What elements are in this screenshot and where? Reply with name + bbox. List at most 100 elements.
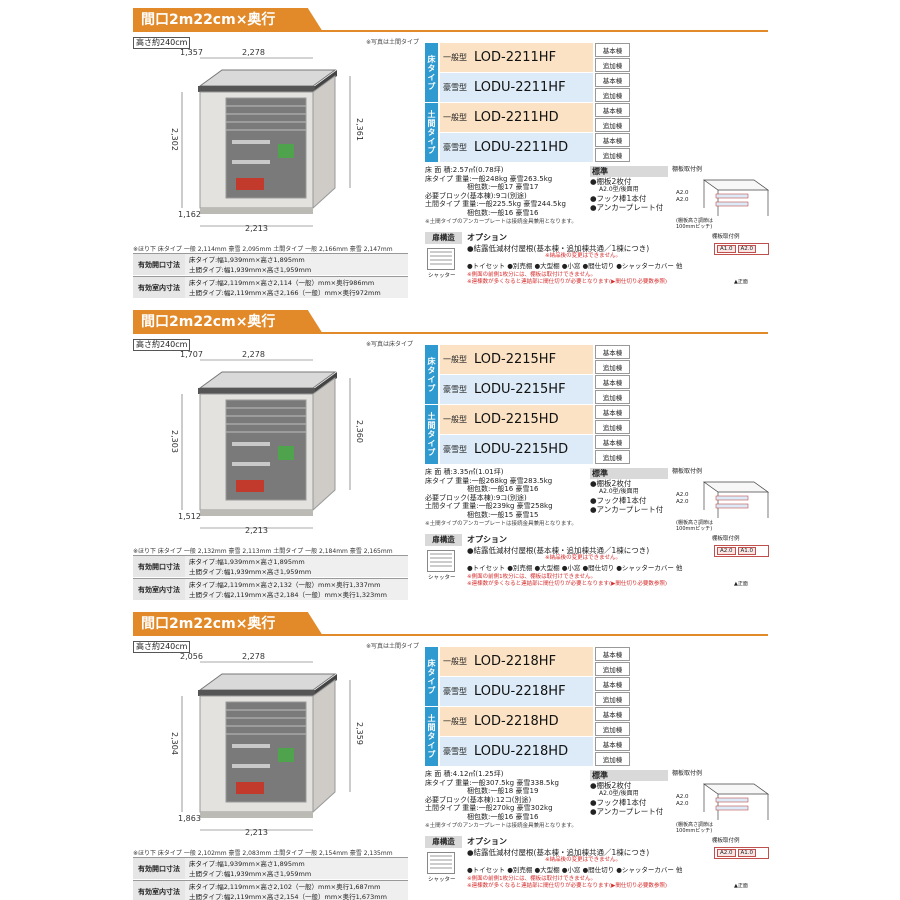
photo-note: ※写真は土間タイプ bbox=[366, 643, 420, 650]
standard-shelves: ●棚板2枚付 bbox=[590, 781, 632, 790]
spec-blocks: 必要ブロック(基本棟):12コ(別途) bbox=[425, 795, 532, 804]
height-label: 高さ約240cm bbox=[133, 339, 191, 351]
shelf-pitch-note: (棚板高さ調節は100mmピッチ) bbox=[676, 520, 713, 532]
model-basic-unit: 基本棟 bbox=[595, 43, 630, 57]
model-type: 一般型 bbox=[440, 345, 470, 374]
height-label: 高さ約240cm bbox=[133, 641, 191, 653]
options-block: 扉構造 オプション ●結露低減材付屋根(基本棟・追加棟共通／1棟につき) ※納品… bbox=[425, 836, 715, 898]
effective-interior-label: 有効室内寸法 bbox=[133, 881, 185, 900]
shelf-label-a: A2.0 bbox=[676, 190, 689, 196]
dim-height-right: 2,360 bbox=[355, 420, 364, 443]
standard-heading: 標準 bbox=[590, 468, 668, 479]
spec-floor-area: 床 面 積:2.57㎡(0.78坪) bbox=[425, 166, 504, 174]
option-shelf-note: ※側面の前側1枚分には、棚板は取付けできません。 bbox=[467, 876, 596, 882]
shed-illustration: 2,056 2,278 2,304 2,359 1,863 2,213 bbox=[160, 652, 410, 842]
group-floor-type: 床タイプ bbox=[425, 43, 438, 102]
size-title: 間口2m22cm×奥行1m52cm bbox=[133, 310, 323, 334]
option-no-change-note: ※納品後の変更はできません。 bbox=[545, 857, 621, 863]
dim-width-top: 2,278 bbox=[242, 652, 265, 661]
shelf-example-title: 棚板取付例 bbox=[672, 166, 703, 173]
spec-floor-packages: 梱包数:一般18 豪雪19 bbox=[467, 787, 539, 796]
plan-front-label: ▲正面 bbox=[734, 581, 748, 587]
dim-depth-bottom: 1,162 bbox=[178, 210, 201, 219]
model-additional-unit: 追加棟 bbox=[595, 752, 630, 766]
door-structure-tab: 扉構造 bbox=[425, 534, 462, 546]
standard-shelf-type: A2.0型/後面用 bbox=[599, 790, 639, 797]
spec-anchor-note: ※土間タイプのアンカープレートは接続金具兼用となります。 bbox=[425, 520, 577, 527]
dim-depth-bottom: 1,512 bbox=[178, 512, 201, 521]
spec-floor-packages: 梱包数:一般17 豪雪17 bbox=[467, 183, 539, 192]
group-floor-type: 床タイプ bbox=[425, 647, 438, 706]
model-basic-unit: 基本棟 bbox=[595, 405, 630, 419]
door-structure-tab: 扉構造 bbox=[425, 232, 462, 244]
group-earth-type: 土間タイプ bbox=[425, 103, 438, 162]
section-header: 間口2m22cm×奥行1m17cm bbox=[133, 8, 768, 32]
dim-depth-top: 2,056 bbox=[180, 652, 203, 661]
effective-opening-label: 有効開口寸法 bbox=[133, 858, 185, 879]
spec-floor-area: 床 面 積:4.12㎡(1.25坪) bbox=[425, 770, 504, 778]
standard-shelves: ●棚板2枚付 bbox=[590, 177, 632, 186]
shelf-pitch-note: (棚板高さ調節は100mmピッチ) bbox=[676, 822, 713, 834]
effective-opening: 有効開口寸法 床タイプ:幅1,939mm×高さ1,895mm 土間タイプ:幅1,… bbox=[133, 857, 408, 879]
shutter-icon bbox=[427, 248, 455, 270]
option-condensation-roof: ●結露低減材付屋根(基本棟・追加棟共通／1棟につき) bbox=[467, 848, 650, 857]
model-type: 豪雪型 bbox=[440, 677, 470, 706]
model-basic-unit: 基本棟 bbox=[595, 73, 630, 87]
model-additional-unit: 追加棟 bbox=[595, 88, 630, 102]
spec-floor-packages: 梱包数:一般16 豪雪16 bbox=[467, 485, 539, 494]
model-basic-unit: 基本棟 bbox=[595, 677, 630, 691]
spec-earth-packages: 梱包数:一般15 豪雪15 bbox=[467, 510, 539, 519]
options-block: 扉構造 オプション ●結露低減材付屋根(基本棟・追加棟共通／1棟につき) ※納品… bbox=[425, 534, 715, 596]
model-type: 一般型 bbox=[440, 707, 470, 736]
model-type: 豪雪型 bbox=[440, 737, 470, 766]
effective-interior-floor: 床タイプ:幅2,119mm×高さ2,132（一般）mm×奥行1,337mm bbox=[189, 581, 381, 589]
effective-interior-earth: 土間タイプ:幅2,119mm×高さ2,154（一般）mm×奥行1,673mm bbox=[189, 893, 387, 900]
shelf-example: 棚板取付例 A2.0 A2.0 (棚板高さ調節は100mmピッチ) bbox=[672, 770, 772, 842]
model-name: LOD-2215HD bbox=[470, 405, 593, 434]
spec-anchor-note: ※土間タイプのアンカープレートは接続金具兼用となります。 bbox=[425, 822, 577, 829]
model-name: LOD-2211HF bbox=[470, 43, 593, 72]
model-additional-unit: 追加棟 bbox=[595, 148, 630, 162]
product-section: 間口2m22cm×奥行1m87cm 高さ約240cm ※写真は土間タイプ bbox=[0, 612, 900, 900]
effective-interior-earth: 土間タイプ:幅2,119mm×高さ2,166（一般）mm×奥行972mm bbox=[189, 289, 381, 297]
option-no-change-note: ※納品後の変更はできません。 bbox=[545, 555, 621, 561]
model-type: 豪雪型 bbox=[440, 375, 470, 404]
shelf-label-b: A2.0 bbox=[676, 499, 689, 505]
spec-block: 床 面 積:2.57㎡(0.78坪) 床タイプ 重量:一般248kg 豪雪263… bbox=[425, 166, 590, 226]
model-additional-unit: 追加棟 bbox=[595, 420, 630, 434]
model-name: LODU-2211HF bbox=[470, 73, 593, 102]
plan-example-title: 棚板取付例 bbox=[712, 838, 740, 844]
plan-box-1: A1.0 bbox=[717, 245, 736, 253]
model-basic-unit: 基本棟 bbox=[595, 345, 630, 359]
model-additional-unit: 追加棟 bbox=[595, 662, 630, 676]
option-items: ●トイセット ●別売棚 ●大型棚 ●小窓 ●間仕切り ●シャッターカバー 他 bbox=[467, 866, 683, 874]
group-floor-type: 床タイプ bbox=[425, 345, 438, 404]
dim-height-right: 2,361 bbox=[355, 118, 364, 141]
shelf-label-b: A2.0 bbox=[676, 197, 689, 203]
effective-interior-label: 有効室内寸法 bbox=[133, 579, 185, 600]
option-partition-note: ※連棟数が多くなると連結部に間仕切りが必要となります(▶間仕切り必要数参照) bbox=[467, 581, 667, 587]
plan-diagram: A2.0 A1.0 bbox=[714, 847, 769, 859]
spec-blocks: 必要ブロック(基本棟):9コ(別途) bbox=[425, 191, 527, 200]
dim-depth-top: 1,707 bbox=[180, 350, 203, 359]
shelf-label-a: A2.0 bbox=[676, 492, 689, 498]
size-title: 間口2m22cm×奥行1m17cm bbox=[133, 8, 323, 32]
plan-box-2: A1.0 bbox=[737, 849, 757, 857]
option-items: ●トイセット ●別売棚 ●大型棚 ●小窓 ●間仕切り ●シャッターカバー 他 bbox=[467, 564, 683, 572]
effective-opening-earth: 土間タイプ:幅1,939mm×高さ1,959mm bbox=[189, 870, 312, 878]
option-items: ●トイセット ●別売棚 ●大型棚 ●小窓 ●間仕切り ●シャッターカバー 他 bbox=[467, 262, 683, 270]
model-additional-unit: 追加棟 bbox=[595, 390, 630, 404]
spec-block: 床 面 積:3.35㎡(1.01坪) 床タイプ 重量:一般268kg 豪雪283… bbox=[425, 468, 590, 528]
shelf-example-title: 棚板取付例 bbox=[672, 770, 703, 777]
dim-width-bottom: 2,213 bbox=[245, 526, 268, 535]
model-additional-unit: 追加棟 bbox=[595, 692, 630, 706]
model-basic-unit: 基本棟 bbox=[595, 647, 630, 661]
effective-opening-label: 有効開口寸法 bbox=[133, 254, 185, 275]
model-name: LOD-2218HD bbox=[470, 707, 593, 736]
plan-box-2: A2.0 bbox=[737, 245, 757, 253]
plan-example-title: 棚板取付例 bbox=[712, 234, 740, 240]
option-shelf-note: ※側面の前側1枚分には、棚板は取付けできません。 bbox=[467, 272, 596, 278]
standard-anchor: ●アンカープレート付 bbox=[590, 807, 664, 816]
